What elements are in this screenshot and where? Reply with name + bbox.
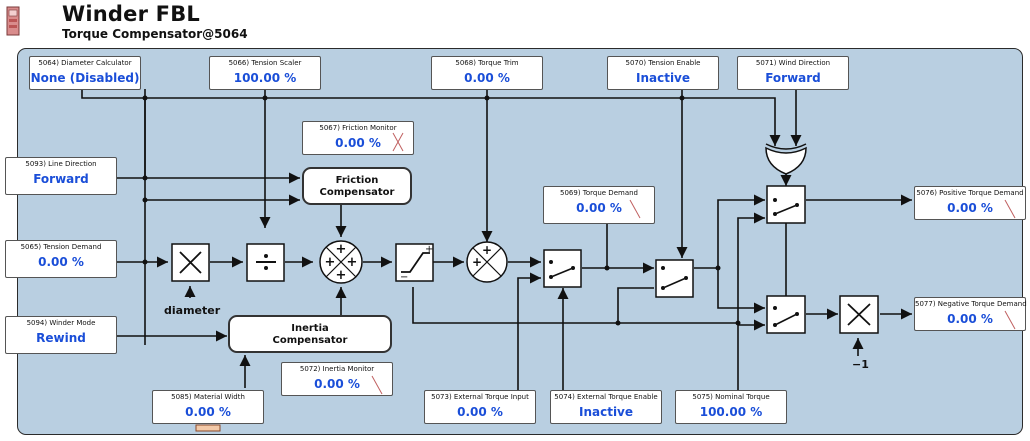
param-value: 0.00 % (947, 312, 993, 326)
switch-block (766, 295, 806, 334)
param-5068[interactable]: 5068) Torque Trim 0.00 % (431, 56, 543, 90)
param-label: 5072) Inertia Monitor (299, 365, 375, 373)
param-label: 5071) Wind Direction (755, 59, 831, 67)
param-label: 5067) Friction Monitor (319, 124, 397, 132)
param-label: 5085) Material Width (171, 393, 245, 401)
param-label: 5069) Torque Demand (560, 189, 638, 197)
param-5074[interactable]: 5074) External Torque Enable Inactive (550, 390, 662, 424)
drive-icon (6, 6, 20, 36)
param-value: 0.00 % (947, 201, 993, 215)
param-5071[interactable]: 5071) Wind Direction Forward (737, 56, 849, 90)
neg-one-label: −1 (852, 358, 869, 371)
param-value: 100.00 % (233, 71, 297, 85)
param-value: Inactive (635, 71, 691, 85)
monitor-off-icon (1004, 199, 1016, 219)
param-value: Forward (33, 172, 89, 186)
svg-text:+: + (425, 244, 433, 255)
multiply-block (839, 295, 879, 334)
param-5070[interactable]: 5070) Tension Enable Inactive (607, 56, 719, 90)
slider-handle[interactable] (195, 424, 221, 432)
param-5077[interactable]: 5077) Negative Torque Demand 0.00 % (914, 297, 1027, 331)
summing-junction-icon: + + + + (319, 240, 363, 284)
page-title: Winder FBL (62, 2, 200, 26)
param-5069[interactable]: 5069) Torque Demand 0.00 % (543, 186, 655, 224)
svg-text:+: + (482, 243, 492, 257)
param-label: 5073) External Torque Input (431, 393, 529, 401)
param-5093[interactable]: 5093) Line Direction Forward (5, 157, 117, 195)
param-5076[interactable]: 5076) Positive Torque Demand 0.00 % (914, 186, 1026, 220)
switch-block (543, 249, 582, 288)
param-5072[interactable]: 5072) Inertia Monitor 0.00 % (281, 362, 393, 396)
param-value: Inactive (578, 405, 634, 419)
svg-text:+: + (336, 268, 347, 283)
param-value: 0.00 % (314, 377, 360, 391)
summing-junction-icon: + + (466, 241, 508, 283)
param-5066[interactable]: 5066) Tension Scaler 100.00 % (209, 56, 321, 90)
param-value: Rewind (36, 331, 86, 345)
multiply-block (171, 243, 210, 282)
limiter-block: + − (395, 243, 434, 283)
param-label: 5093) Line Direction (25, 160, 97, 168)
param-label: 5070) Tension Enable (625, 59, 701, 67)
diameter-label: diameter (164, 304, 221, 317)
param-value: 0.00 % (576, 201, 622, 215)
switch-block (766, 185, 806, 224)
param-value: 100.00 % (699, 405, 763, 419)
monitor-off-icon (1004, 310, 1016, 330)
svg-text:+: + (336, 242, 347, 257)
svg-text:−: − (400, 272, 408, 283)
param-value: None (Disabled) (30, 71, 140, 85)
param-label: 5066) Tension Scaler (228, 59, 302, 67)
param-label: 5074) External Torque Enable (554, 393, 658, 401)
param-label: 5064) Diameter Calculator (38, 59, 132, 67)
divide-block (246, 243, 285, 282)
param-label: 5065) Tension Demand (20, 243, 102, 251)
svg-text:+: + (325, 255, 336, 270)
param-5085[interactable]: 5085) Material Width 0.00 % (152, 390, 264, 424)
monitor-off-icon (392, 132, 404, 152)
or-gate-icon (765, 143, 807, 175)
friction-compensator-block[interactable]: Friction Compensator (302, 167, 412, 205)
param-value: Forward (765, 71, 821, 85)
page-subtitle: Torque Compensator@5064 (62, 27, 248, 41)
diagram-panel (17, 48, 1023, 435)
monitor-off-icon (371, 375, 383, 395)
param-label: 5077) Negative Torque Demand (915, 300, 1027, 308)
param-5064[interactable]: 5064) Diameter Calculator None (Disabled… (29, 56, 141, 90)
param-value: 0.00 % (464, 71, 510, 85)
inertia-compensator-block[interactable]: Inertia Compensator (228, 315, 392, 353)
param-5065[interactable]: 5065) Tension Demand 0.00 % (5, 240, 117, 278)
param-value: 0.00 % (38, 255, 84, 269)
switch-block (655, 259, 694, 298)
param-label: 5094) Winder Mode (26, 319, 96, 327)
monitor-off-icon (629, 199, 641, 219)
param-label: 5068) Torque Trim (455, 59, 519, 67)
param-label: 5076) Positive Torque Demand (916, 189, 1024, 197)
param-5094[interactable]: 5094) Winder Mode Rewind (5, 316, 117, 354)
param-label: 5075) Nominal Torque (692, 393, 770, 401)
param-value: 0.00 % (335, 136, 381, 150)
param-value: 0.00 % (457, 405, 503, 419)
svg-text:+: + (472, 255, 482, 269)
param-5073[interactable]: 5073) External Torque Input 0.00 % (424, 390, 536, 424)
svg-text:+: + (347, 255, 358, 270)
param-5075[interactable]: 5075) Nominal Torque 100.00 % (675, 390, 787, 424)
param-value: 0.00 % (185, 405, 231, 419)
